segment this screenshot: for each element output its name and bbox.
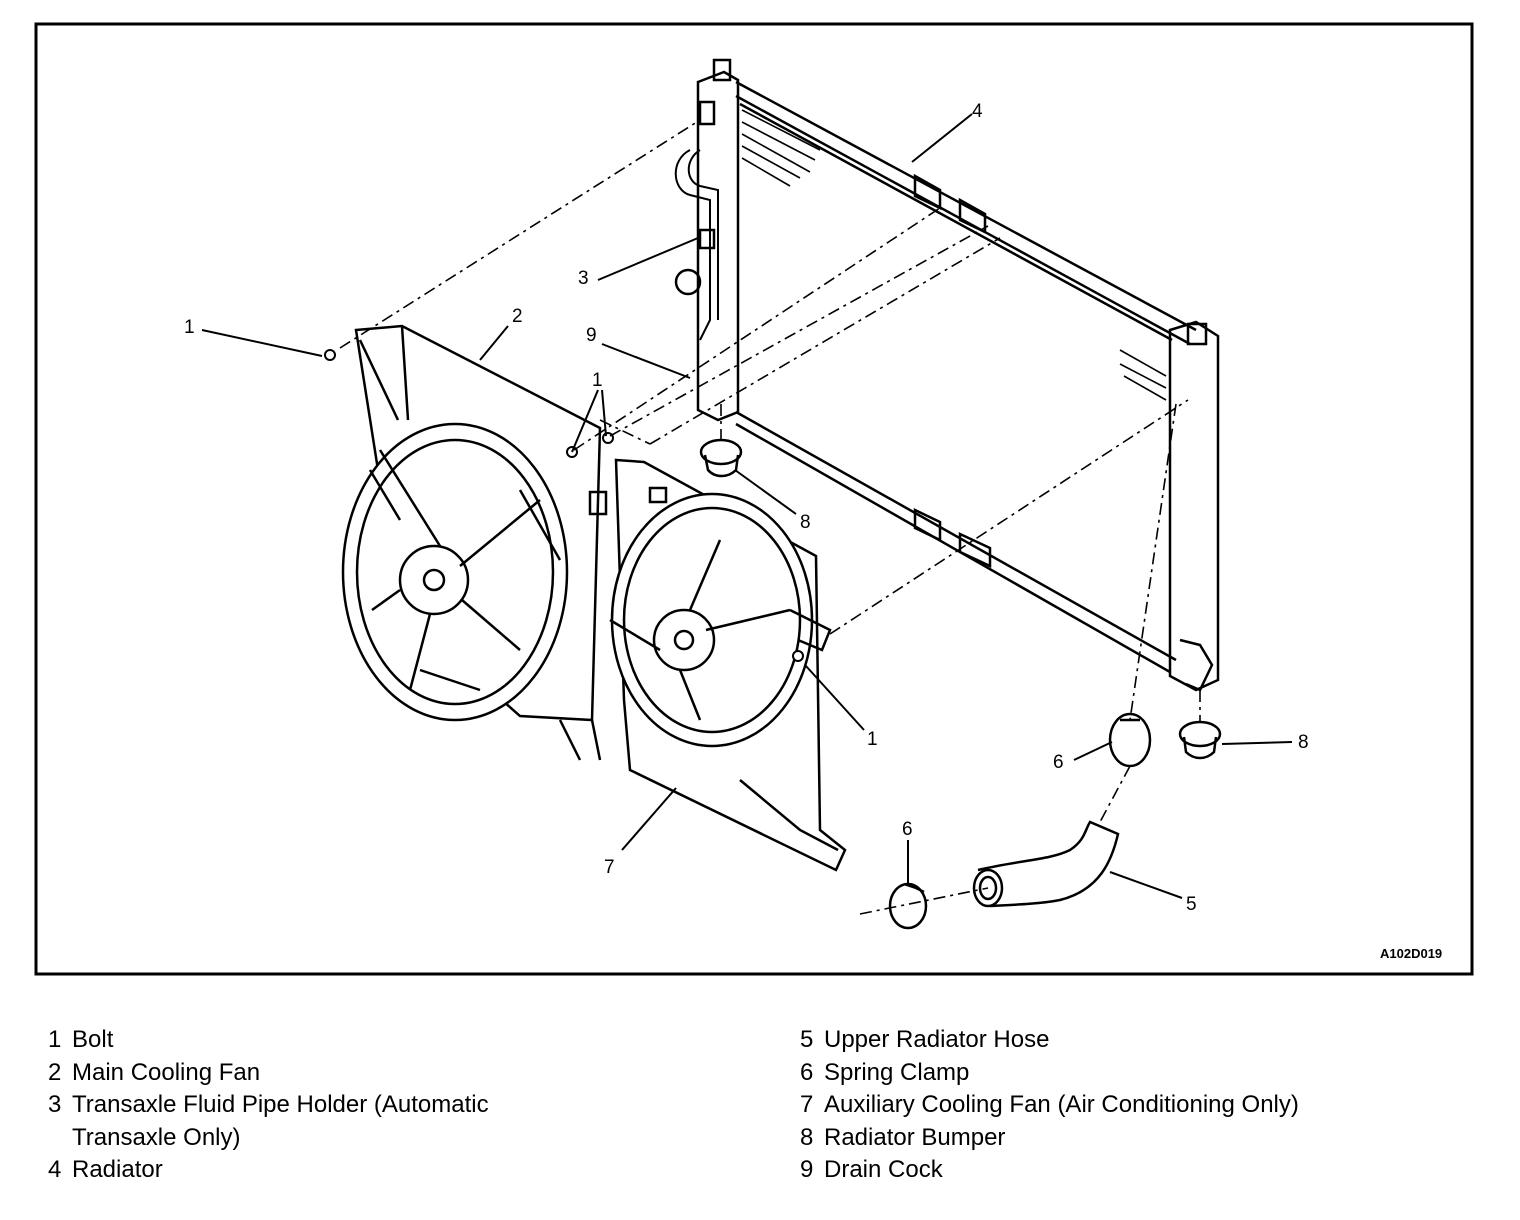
legend-label: Radiator: [72, 1156, 163, 1183]
legend-label: Radiator Bumper: [824, 1123, 1006, 1151]
callout-2-main-fan: 2: [512, 306, 523, 327]
radiator-bumper-lower: [1178, 720, 1222, 760]
legend-number: 9: [800, 1156, 814, 1183]
legend-label: Main Cooling Fan: [72, 1058, 261, 1086]
legend-label: Drain Cock: [824, 1156, 943, 1183]
legend-item: 8 Radiator Bumper: [800, 1122, 1500, 1155]
legend-number: 6: [800, 1058, 814, 1086]
callout-3-pipe-holder: 3: [578, 268, 589, 289]
callout-1-bolt-center: 1: [592, 370, 603, 391]
legend-number: 8: [800, 1123, 814, 1151]
figure-id: A102D019: [1380, 946, 1442, 961]
legend-label: Bolt: [72, 1026, 114, 1053]
legend-item: 2 Main Cooling Fan: [48, 1057, 748, 1090]
callout-6-clamp-lower: 6: [902, 819, 913, 840]
radiator: [674, 58, 1220, 692]
legend-number: 5: [800, 1026, 814, 1053]
callout-4-radiator: 4: [972, 101, 983, 122]
legend-item: 4 Radiator: [48, 1154, 748, 1187]
legend-number: 4: [48, 1156, 62, 1183]
assembly-lines: [339, 119, 1201, 915]
legend-item: 5 Upper Radiator Hose: [800, 1024, 1500, 1057]
legend-number: 7: [800, 1091, 814, 1118]
legend-label: Spring Clamp: [824, 1058, 970, 1086]
exploded-view-figure: 1 2 3 4 9 1 8 1 6 8 6 5 7 A102D019: [34, 22, 1474, 976]
radiator-fan-assembly-drawing: 1 2 3 4 9 1 8 1 6 8 6 5 7 A102D019: [34, 22, 1474, 976]
spring-clamp-upper: [1108, 712, 1152, 768]
callout-5-hose: 5: [1186, 894, 1197, 915]
legend-number: 3: [48, 1091, 62, 1118]
auxiliary-cooling-fan: [588, 458, 847, 872]
legend-item: 6 Spring Clamp: [800, 1057, 1500, 1090]
legend-number: 2: [48, 1058, 62, 1086]
legend-item: 1 Bolt: [48, 1024, 748, 1057]
legend-item: 7 Auxiliary Cooling Fan (Air Conditionin…: [800, 1089, 1500, 1122]
callout-8-bumper-upper: 8: [800, 512, 811, 533]
main-cooling-fan: [341, 324, 602, 761]
legend-item: 9 Drain Cock: [800, 1154, 1500, 1187]
callout-7-aux-fan: 7: [604, 857, 615, 878]
legend-number: 1: [48, 1026, 62, 1053]
legend-item: 3 Transaxle Fluid Pipe Holder (Automatic…: [48, 1089, 748, 1154]
callout-8-bumper-lower: 8: [1298, 732, 1309, 753]
callout-1-bolt-right: 1: [867, 729, 878, 750]
callout-1-bolt-left: 1: [184, 317, 195, 338]
legend-left-column: 1 Bolt 2 Main Cooling Fan 3 Transaxle Fl…: [48, 1024, 748, 1187]
callout-6-clamp-upper: 6: [1053, 752, 1064, 773]
legend-right-column: 5 Upper Radiator Hose 6 Spring Clamp 7 A…: [800, 1024, 1500, 1187]
callout-9-drain-cock: 9: [586, 325, 597, 346]
legend-label: Upper Radiator Hose: [824, 1026, 1050, 1053]
leader-lines: [201, 113, 1293, 899]
upper-radiator-hose: [972, 820, 1120, 908]
bolts: [324, 349, 804, 662]
figure-border: [34, 22, 1474, 976]
legend-label: Transaxle Fluid Pipe Holder (Automatic T…: [72, 1091, 489, 1151]
legend-label: Auxiliary Cooling Fan (Air Conditioning …: [824, 1091, 1299, 1118]
